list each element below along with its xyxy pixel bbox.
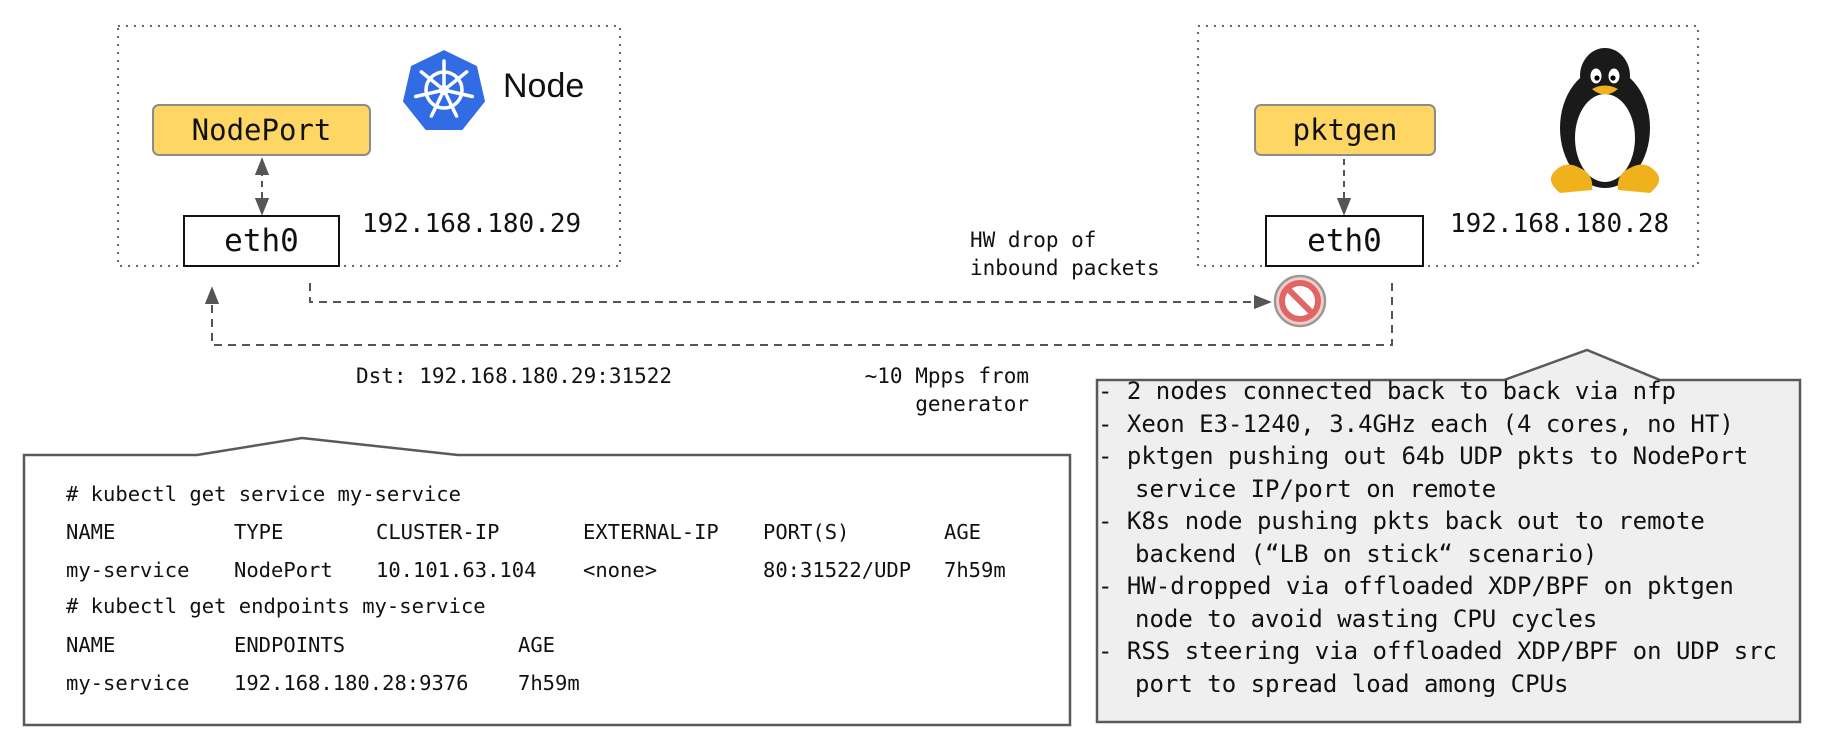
node-to-pktgen-flow (309, 283, 1272, 310)
nodeport-box: NodePort (152, 104, 371, 156)
svc-row-type: NodePort (234, 558, 333, 582)
generator-to-node-flow (204, 283, 1393, 346)
svc-row-cluster-ip: 10.101.63.104 (376, 558, 537, 582)
note-item: K8s node pushing pkts back out to remote… (1098, 505, 1798, 570)
prohibited-icon (1273, 274, 1327, 328)
node-title: Node (503, 67, 585, 105)
k8s-node-boundary (117, 25, 621, 267)
note-item: Xeon E3-1240, 3.4GHz each (4 cores, no H… (1098, 408, 1798, 441)
dst-label: Dst: 192.168.180.29:31522 (356, 364, 673, 388)
tux-penguin-icon (1550, 48, 1660, 193)
svc-header-type: TYPE (234, 520, 284, 544)
note-item: RSS steering via offloaded XDP/BPF on UD… (1098, 635, 1798, 700)
ep-header-age: AGE (518, 633, 556, 657)
pktgen-node-ip: 192.168.180.28 (1450, 209, 1670, 239)
svc-row-age: 7h59m (944, 558, 1006, 582)
ep-row-endpoints: 192.168.180.28:9376 (234, 671, 469, 695)
hw-drop-label: HW drop of inbound packets (970, 228, 1160, 280)
ep-row-name: my-service (66, 671, 190, 695)
notes-list: 2 nodes connected back to back via nfp X… (1098, 375, 1798, 700)
ep-header-endpoints: ENDPOINTS (234, 633, 346, 657)
k8s-node-ip: 192.168.180.29 (362, 209, 582, 239)
svc-header-cluster-ip: CLUSTER-IP (376, 520, 500, 544)
ep-header-name: NAME (66, 633, 116, 657)
svc-header-external-ip: EXTERNAL-IP (583, 520, 719, 544)
rate-label: ~10 Mpps from generator (864, 364, 1029, 416)
kubectl-cmd-endpoints: # kubectl get endpoints my-service (66, 594, 486, 618)
pktgen-node-boundary (1197, 25, 1699, 267)
svc-row-ports: 80:31522/UDP (763, 558, 912, 582)
svc-header-age: AGE (944, 520, 982, 544)
note-item: HW-dropped via offloaded XDP/BPF on pktg… (1098, 570, 1798, 635)
note-item: pktgen pushing out 64b UDP pkts to NodeP… (1098, 440, 1798, 505)
note-item: 2 nodes connected back to back via nfp (1098, 375, 1798, 408)
svc-header-name: NAME (66, 520, 116, 544)
pktgen-eth0-box: eth0 (1265, 215, 1424, 267)
pktgen-box: pktgen (1254, 104, 1436, 156)
svc-row-name: my-service (66, 558, 190, 582)
ep-row-age: 7h59m (518, 671, 580, 695)
kubectl-output-callout-shape (22, 436, 1072, 727)
svc-row-external-ip: <none> (583, 558, 658, 582)
k8s-eth0-box: eth0 (183, 215, 340, 267)
kubernetes-logo-icon (400, 47, 488, 132)
svc-header-ports: PORT(S) (763, 520, 850, 544)
kubectl-cmd-service: # kubectl get service my-service (66, 482, 461, 506)
